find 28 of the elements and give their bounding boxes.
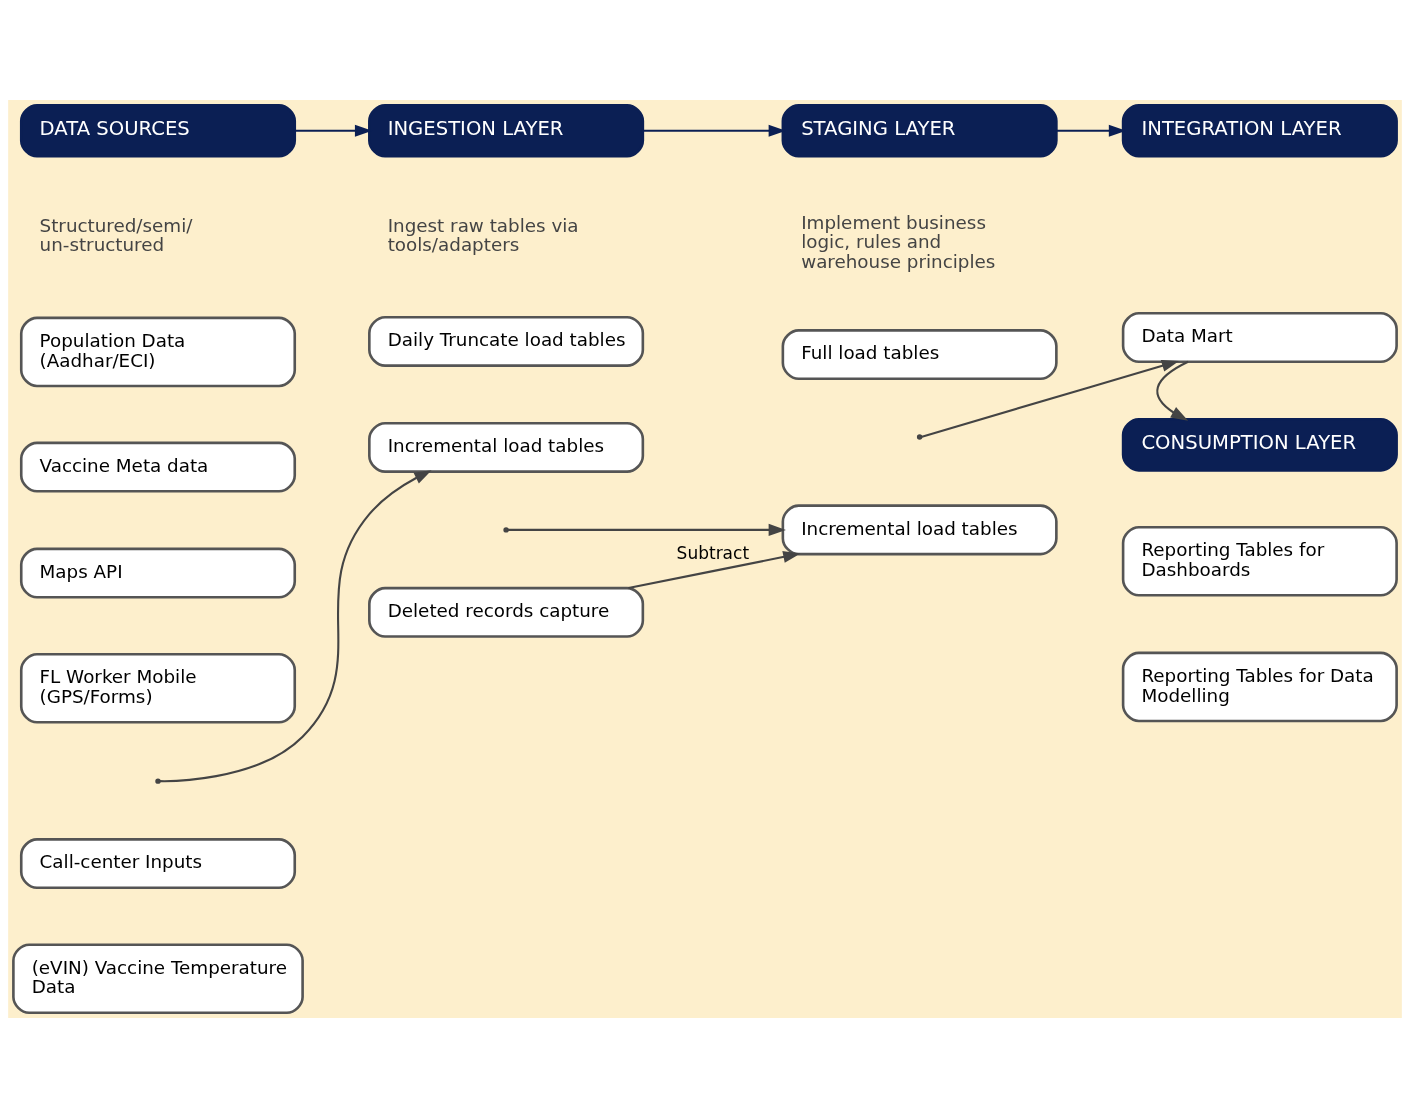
- node-box: (eVIN) Vaccine Temperature Data: [12, 942, 304, 1014]
- node-box: Reporting Tables for Data Modelling: [1121, 651, 1398, 722]
- arrow: [920, 359, 1180, 438]
- arrow: [1156, 360, 1189, 421]
- edge-label: Subtract: [676, 542, 750, 563]
- node-box: Data Mart: [1121, 311, 1398, 363]
- node-box: CONSUMPTION LAYER: [1121, 417, 1398, 472]
- node-box: Maps API: [19, 547, 297, 599]
- node-box: Reporting Tables for Dashboards: [1121, 525, 1398, 597]
- label: Structured/semi/ un-structured: [39, 214, 193, 255]
- node-box: Daily Truncate load tables: [368, 315, 645, 367]
- node-box: INGESTION LAYER: [368, 103, 645, 158]
- node-box: FL Worker Mobile (GPS/Forms): [19, 652, 297, 724]
- node-box: Full load tables: [781, 328, 1058, 380]
- node-box: Deleted records capture: [368, 586, 645, 638]
- node-box: STAGING LAYER: [781, 103, 1058, 158]
- label: Ingest raw tables via tools/adapters: [387, 214, 579, 255]
- arrow: [628, 550, 801, 589]
- arrow: [507, 523, 786, 536]
- node-box: Call-center Inputs: [19, 837, 297, 889]
- label: Implement business logic, rules and warehouse principles: [801, 211, 996, 272]
- node-box: Vaccine Meta data: [19, 441, 297, 493]
- node-box: INTEGRATION LAYER: [1121, 103, 1398, 158]
- node-box: Incremental load tables: [368, 421, 645, 473]
- arrow: [159, 469, 432, 782]
- node-box: Incremental load tables: [781, 503, 1058, 555]
- node-box: DATA SOURCES: [19, 103, 297, 158]
- node-box: Population Data (Aadhar/ECI): [19, 316, 297, 387]
